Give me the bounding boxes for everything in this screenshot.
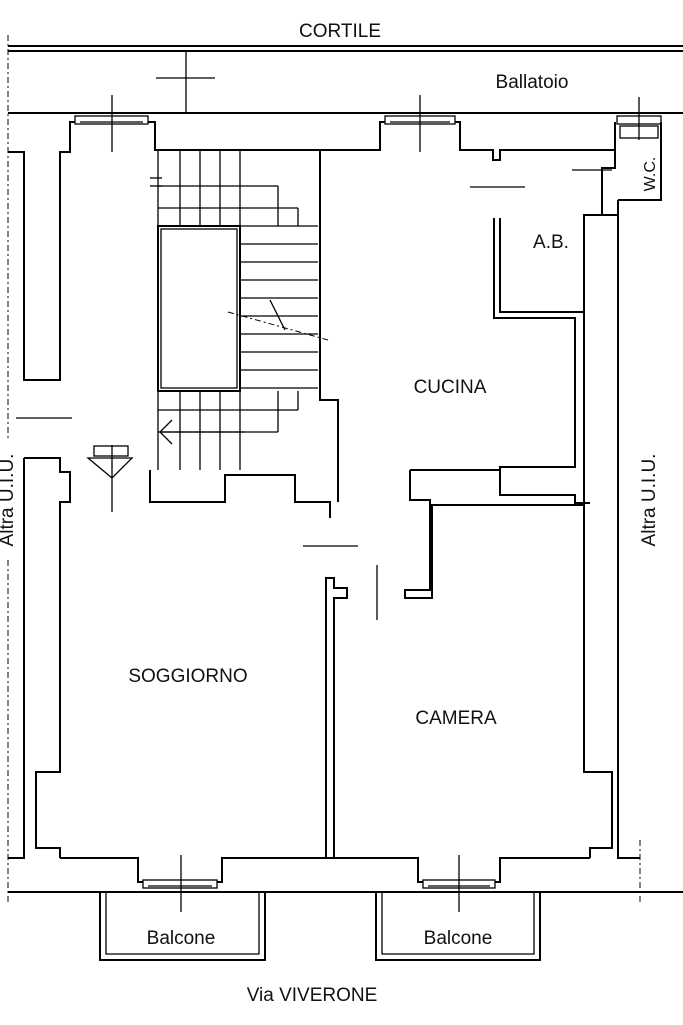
window-south-2 — [422, 855, 496, 912]
east-wall — [583, 215, 640, 859]
label-balcone-right: Balcone — [424, 928, 493, 949]
label-ballatoio: Ballatoio — [496, 72, 569, 93]
window-north-1 — [74, 95, 149, 152]
label-soggiorno: SOGGIORNO — [128, 666, 247, 687]
label-wc: W.C. — [642, 157, 659, 192]
balcony-left — [99, 893, 266, 961]
window-north-wc — [616, 97, 662, 140]
label-cucina: CUCINA — [414, 377, 487, 398]
label-camera: CAMERA — [415, 708, 497, 729]
south-wall — [8, 857, 683, 893]
kitchen-camera-wall — [303, 469, 590, 620]
property-boundary-lines — [7, 35, 641, 905]
window-south-1 — [142, 855, 218, 912]
balcony-right — [375, 893, 541, 961]
ballatoio-railing-post — [156, 52, 215, 112]
label-ab: A.B. — [533, 232, 569, 253]
soggiorno-camera-wall — [325, 577, 348, 859]
label-cortile: CORTILE — [299, 21, 381, 42]
west-wall — [8, 457, 71, 859]
ab-partition — [493, 214, 618, 495]
wc-partition — [470, 150, 619, 216]
staircase — [149, 150, 339, 518]
label-balcone-left: Balcone — [147, 928, 216, 949]
label-via: Via VIVERONE — [247, 985, 378, 1006]
window-north-2 — [384, 95, 456, 152]
gas-meter-symbol — [86, 445, 134, 512]
label-altra-right: Altra U.I.U. — [639, 454, 660, 547]
label-altra-left: Altra U.I.U. — [0, 454, 18, 547]
north-wall — [8, 121, 662, 381]
courtyard-wall — [8, 45, 683, 114]
